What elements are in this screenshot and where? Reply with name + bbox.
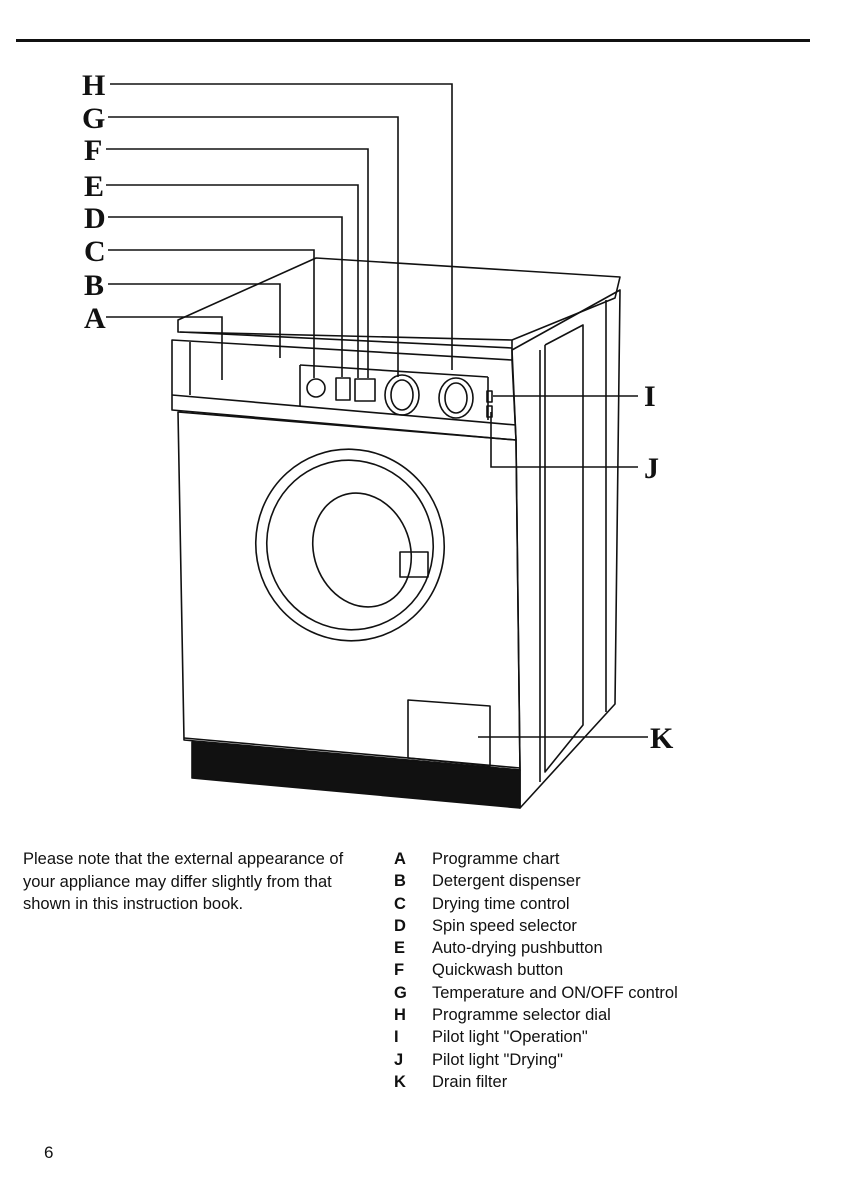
legend-item: J Pilot light "Drying" bbox=[394, 1049, 678, 1071]
legend-label: Pilot light "Drying" bbox=[432, 1050, 563, 1069]
legend-letter: E bbox=[394, 939, 406, 958]
legend-label: Detergent dispenser bbox=[432, 872, 581, 891]
porthole-outer bbox=[254, 448, 446, 642]
legend-item: K Drain filter bbox=[394, 1071, 678, 1093]
legend-letter: C bbox=[394, 894, 406, 913]
callout-i: I bbox=[644, 380, 656, 413]
legend-item: D Spin speed selector bbox=[394, 915, 678, 937]
worktop bbox=[177, 257, 621, 341]
callout-a: A bbox=[84, 302, 106, 335]
washer-dryer-diagram: H G F E D C B A I J K bbox=[82, 69, 674, 809]
legend-label: Pilot light "Operation" bbox=[432, 1028, 588, 1047]
callout-f: F bbox=[84, 134, 102, 167]
top-rule bbox=[16, 39, 810, 42]
legend-label: Programme chart bbox=[432, 850, 560, 868]
legend-item: I Pilot light "Operation" bbox=[394, 1026, 678, 1048]
base-plinth bbox=[191, 741, 521, 809]
legend-letter: F bbox=[394, 961, 405, 980]
drain-filter-panel bbox=[407, 699, 491, 767]
legend-letter: B bbox=[394, 872, 406, 891]
legend-letter: I bbox=[394, 1028, 399, 1047]
callout-j: J bbox=[644, 452, 659, 485]
legend-item: B Detergent dispenser bbox=[394, 870, 678, 892]
legend-label: Quickwash button bbox=[432, 961, 564, 980]
callout-c: C bbox=[84, 235, 106, 268]
legend-item: C Drying time control bbox=[394, 893, 678, 915]
legend-item: H Programme selector dial bbox=[394, 1004, 678, 1026]
legend-label: Temperature and ON/OFF control bbox=[432, 983, 678, 1002]
callout-d: D bbox=[84, 202, 106, 235]
legend-item: G Temperature and ON/OFF control bbox=[394, 982, 678, 1004]
legend-label: Auto-drying pushbutton bbox=[432, 939, 603, 958]
callout-g: G bbox=[82, 102, 105, 135]
legend-item: A Programme chart bbox=[394, 848, 678, 870]
legend-letter: J bbox=[394, 1050, 404, 1069]
legend-label: Drain filter bbox=[432, 1072, 508, 1091]
legend-item: E Auto-drying pushbutton bbox=[394, 937, 678, 959]
callout-e: E bbox=[84, 170, 104, 203]
appearance-note: Please note that the external appearance… bbox=[23, 850, 344, 913]
page-number: 6 bbox=[44, 1143, 54, 1162]
callout-h: H bbox=[82, 69, 105, 102]
legend-letter: G bbox=[394, 983, 407, 1002]
callout-b: B bbox=[84, 269, 104, 302]
legend-letter: A bbox=[394, 850, 406, 868]
legend-letter: K bbox=[394, 1072, 406, 1091]
legend-letter: D bbox=[394, 916, 406, 935]
legend-label: Programme selector dial bbox=[432, 1006, 611, 1025]
legend-item: F Quickwash button bbox=[394, 959, 678, 981]
side-panel bbox=[511, 289, 621, 809]
door-panel bbox=[177, 411, 521, 771]
legend-label: Spin speed selector bbox=[432, 916, 577, 935]
legend-letter: H bbox=[394, 1006, 406, 1025]
legend-label: Drying time control bbox=[432, 894, 570, 913]
callout-k: K bbox=[650, 722, 674, 755]
